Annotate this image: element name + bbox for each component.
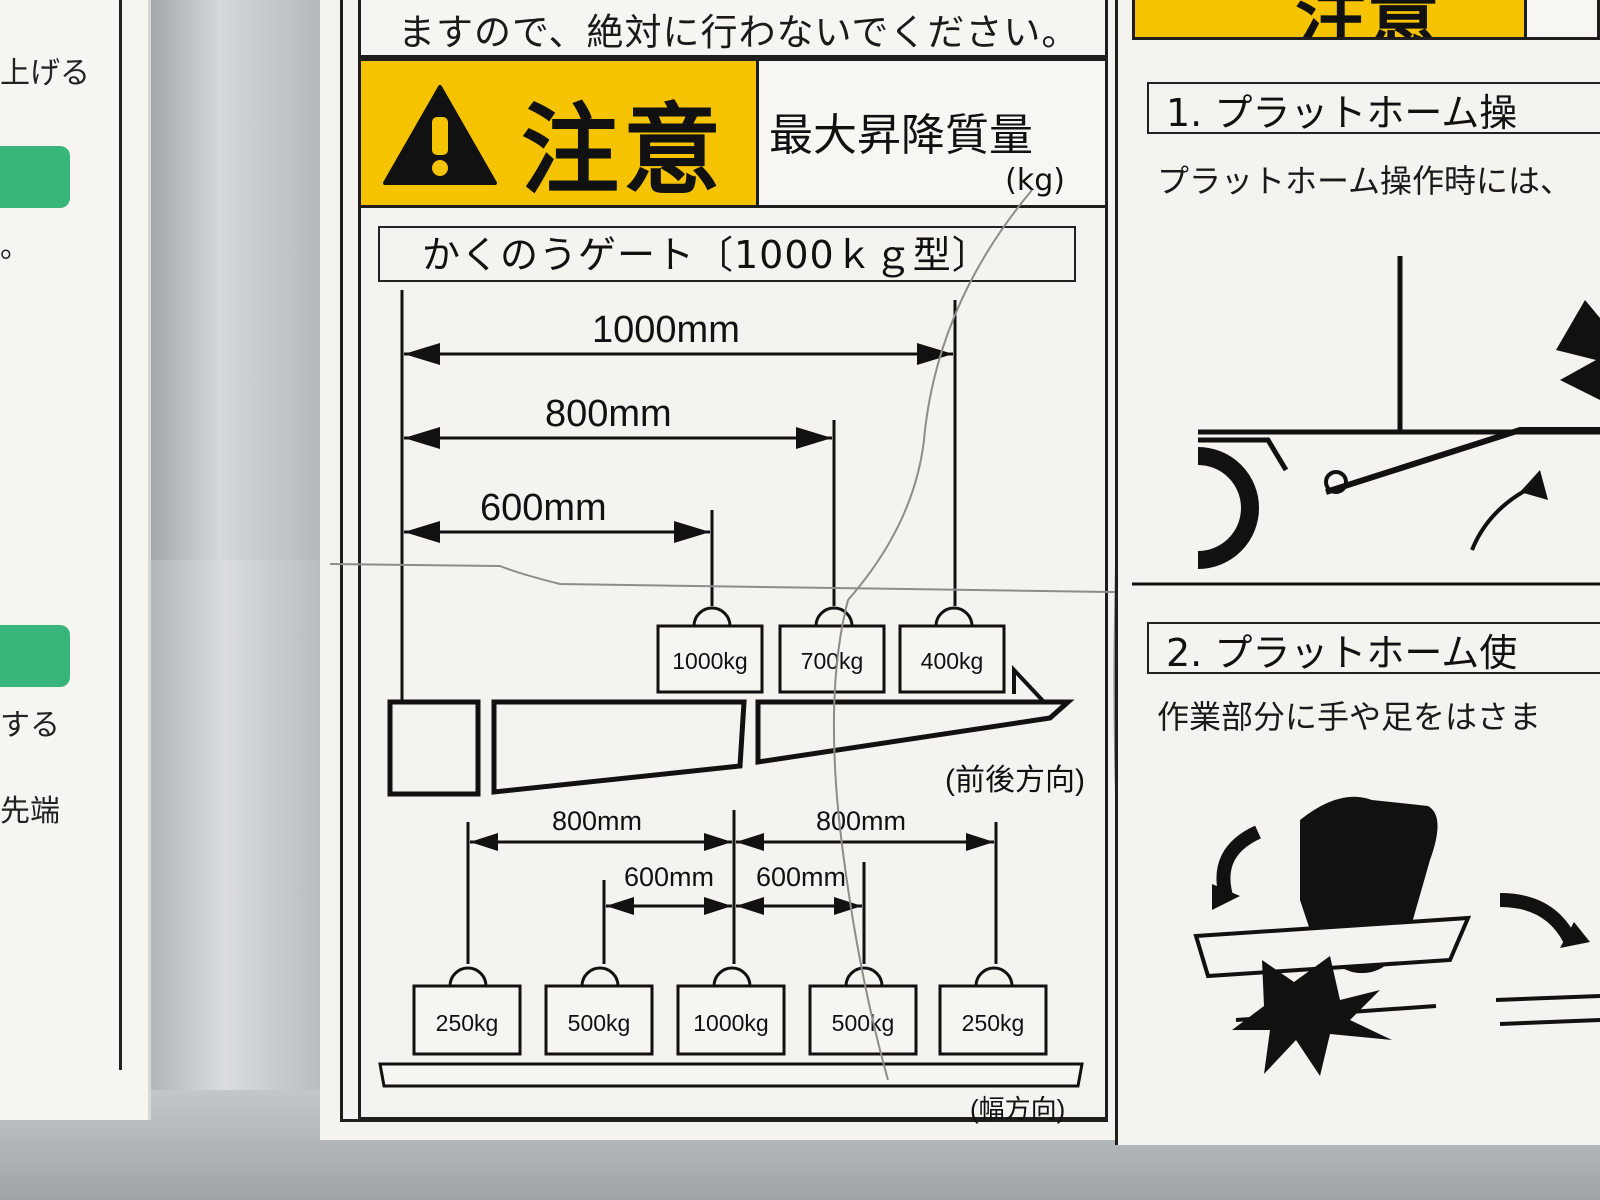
step2-text: 作業部分に手や足をはさま xyxy=(1157,698,1542,736)
weight-label: 500kg xyxy=(568,1010,631,1036)
right-illustrations xyxy=(1132,256,1600,1076)
right-caution-banner: 注意 xyxy=(1132,0,1527,40)
green-badge-2 xyxy=(0,625,70,687)
weight-label: 700kg xyxy=(801,648,864,674)
caution-word: 注意 xyxy=(521,94,726,208)
width-dim-800-right: 800mm xyxy=(816,806,906,836)
top-text-box xyxy=(358,0,1108,58)
weight-label: 400kg xyxy=(921,648,984,674)
right-caution-side xyxy=(1527,0,1600,40)
curved-arrow-icon xyxy=(1470,486,1531,551)
weight-500kg-right: 500kg xyxy=(808,966,918,1056)
width-dim-600-right: 600mm xyxy=(756,862,846,892)
top-warning-text: ますので、絶対に行わないでください。 xyxy=(398,11,1080,54)
weight-label: 1000kg xyxy=(693,1010,768,1036)
step2-box xyxy=(1147,622,1600,674)
max-load-label: 最大昇降質量 xyxy=(769,110,1033,161)
weight-label: 250kg xyxy=(436,1010,499,1036)
warning-triangle-icon xyxy=(383,85,497,185)
width-dim-600-left: 600mm xyxy=(624,862,714,892)
weight-label: 500kg xyxy=(832,1010,895,1036)
weight-500kg-left: 500kg xyxy=(544,966,654,1056)
platform-front-view xyxy=(378,1062,1084,1088)
green-badge-1 xyxy=(0,146,70,208)
step1-text: プラットホーム操作時には、 xyxy=(1157,162,1573,200)
weight-700kg: 700kg xyxy=(778,606,886,694)
left-sticker: 上げる 。 する 先端 xyxy=(0,0,151,1120)
truck-tail-illustration xyxy=(1197,256,1600,569)
dim-label-600: 600mm xyxy=(480,487,607,529)
step1-box xyxy=(1147,82,1600,134)
width-dim-800-left: 800mm xyxy=(552,806,642,836)
weight-400kg: 400kg xyxy=(898,606,1006,694)
max-load-panel: 最大昇降質量 (kg) xyxy=(759,61,1105,205)
weight-1000kg-center: 1000kg xyxy=(676,966,786,1056)
metal-rail-upper xyxy=(140,0,340,560)
caution-banner: 注意 xyxy=(361,61,759,208)
weight-label: 1000kg xyxy=(672,648,747,674)
left-sticker-frame xyxy=(119,0,122,1070)
left-fragment-4: 先端 xyxy=(0,794,60,829)
dim-label-1000: 1000mm xyxy=(592,309,740,351)
step2-title: 2. プラットホーム使 xyxy=(1166,631,1518,675)
weight-250kg-left: 250kg xyxy=(412,966,522,1056)
model-label-box xyxy=(378,226,1076,282)
diagram-panel xyxy=(358,208,1108,1120)
right-caution-word: 注意 xyxy=(1295,0,1439,37)
hand-crush-icon xyxy=(1193,796,1600,1076)
left-fragment-3: する xyxy=(0,708,60,743)
front-back-direction: (前後方向) xyxy=(945,764,1085,797)
left-fragment-1: 上げる xyxy=(0,56,90,91)
width-direction: (幅方向) xyxy=(970,1094,1065,1124)
weight-label: 250kg xyxy=(962,1010,1025,1036)
step1-title: 1. プラットホーム操 xyxy=(1166,91,1518,135)
weight-250kg-right: 250kg xyxy=(938,966,1048,1056)
caution-header: 注意 最大昇降質量 (kg) xyxy=(358,58,1108,208)
dim-label-800: 800mm xyxy=(545,393,672,435)
left-fragment-2: 。 xyxy=(0,230,30,265)
weight-1000kg: 1000kg xyxy=(656,606,764,694)
spark-icon xyxy=(1556,300,1600,400)
width-dimensions xyxy=(466,810,998,964)
